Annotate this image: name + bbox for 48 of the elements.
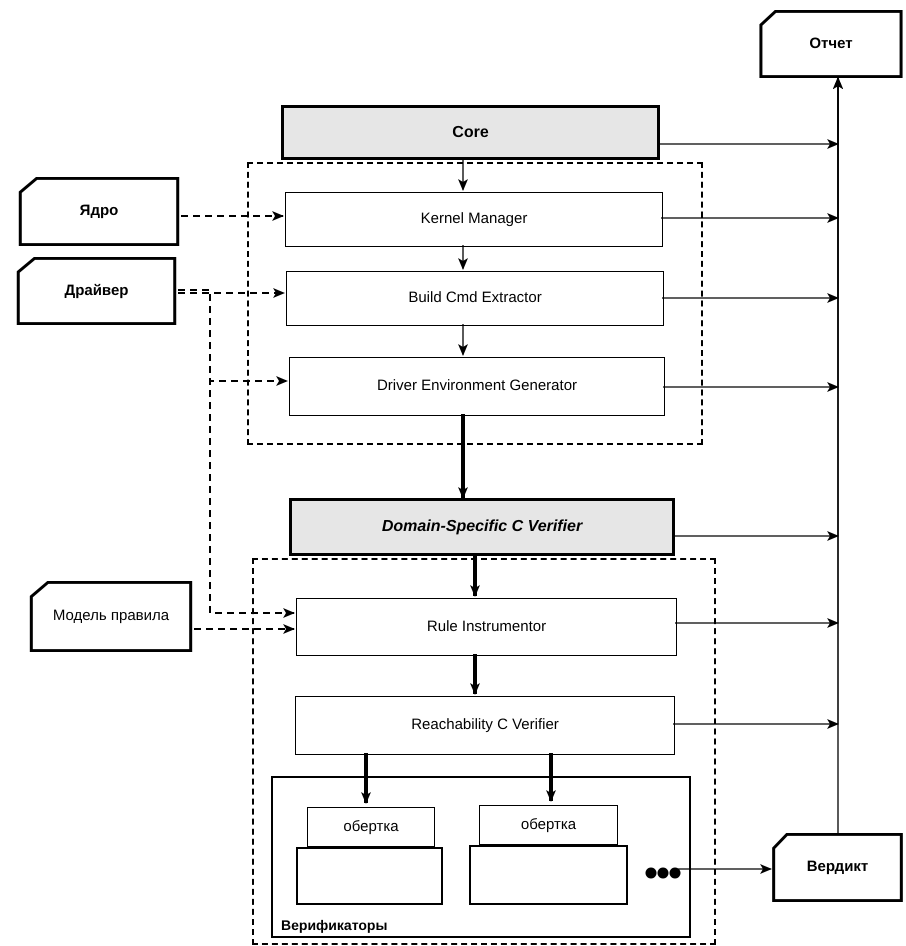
box-label: Отчет bbox=[808, 34, 854, 54]
output-tag-box bbox=[758, 10, 904, 78]
wrapper-box bbox=[479, 805, 618, 845]
arrow bbox=[458, 324, 468, 356]
arrow bbox=[678, 864, 772, 874]
arrow bbox=[181, 211, 284, 221]
group-title: Верификаторы bbox=[280, 916, 388, 935]
arrow bbox=[458, 245, 468, 270]
core-box bbox=[281, 105, 660, 160]
box-label: Driver Environment Generator bbox=[376, 376, 578, 396]
box-label: Rule Instrumentor bbox=[426, 616, 548, 637]
verifier-box bbox=[289, 498, 675, 556]
arrow bbox=[178, 288, 285, 298]
arrow bbox=[546, 753, 556, 802]
process-box bbox=[289, 357, 665, 416]
arrow bbox=[458, 414, 468, 499]
output-tag-box bbox=[771, 833, 904, 902]
arrow bbox=[194, 624, 295, 634]
arrow bbox=[458, 160, 468, 191]
arrow bbox=[833, 77, 843, 833]
ellipsis-dots bbox=[644, 866, 682, 880]
dashed-group-frame bbox=[247, 162, 703, 445]
box-label: Build Cmd Extractor bbox=[407, 288, 543, 308]
input-tag-box bbox=[28, 581, 194, 652]
box-label: обертка bbox=[520, 814, 578, 835]
box-label: Domain-Specific C Verifier bbox=[380, 517, 584, 537]
tool-box bbox=[296, 847, 443, 905]
box-label: Драйвер bbox=[64, 282, 130, 300]
process-box bbox=[286, 271, 664, 326]
arrow bbox=[470, 654, 480, 695]
box-label: Вердикт bbox=[806, 858, 870, 877]
box-label: Reachability C Verifier bbox=[410, 715, 560, 736]
wrapper-box bbox=[307, 807, 435, 847]
box-label: Core bbox=[451, 122, 490, 142]
box-label: Ядро bbox=[78, 202, 120, 221]
arrow bbox=[361, 753, 371, 804]
input-tag-box bbox=[15, 257, 178, 325]
input-tag-box bbox=[17, 177, 181, 246]
process-box bbox=[295, 696, 675, 755]
box-label: Kernel Manager bbox=[420, 209, 528, 230]
container-box bbox=[271, 776, 691, 938]
tool-box bbox=[469, 845, 628, 905]
arrow bbox=[470, 556, 480, 597]
box-label: Модель правила bbox=[52, 607, 170, 626]
process-box bbox=[296, 598, 677, 656]
box-label: обертка bbox=[342, 816, 400, 837]
dashed-group-frame bbox=[252, 558, 716, 945]
process-box bbox=[285, 192, 663, 247]
